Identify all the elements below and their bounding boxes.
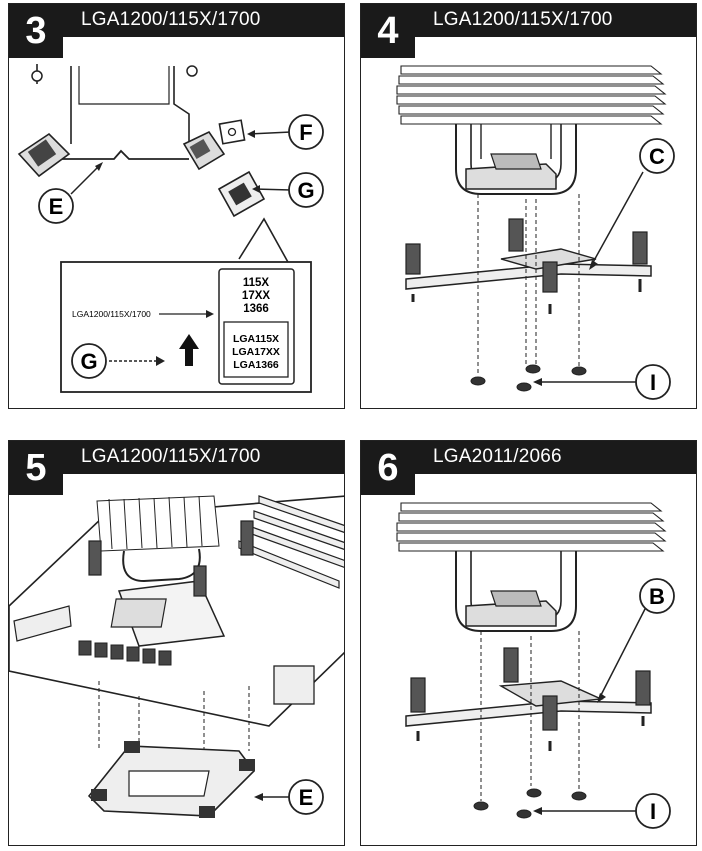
step-3-panel: 3 LGA1200/115X/1700 bbox=[8, 3, 345, 409]
callout-b: B bbox=[649, 584, 665, 609]
step-4-panel: 4 LGA1200/115X/1700 bbox=[360, 3, 697, 409]
standoff-screws bbox=[88, 520, 254, 597]
step-header bbox=[9, 441, 344, 474]
callout-e: E bbox=[299, 785, 314, 810]
callout-c: C bbox=[649, 144, 665, 169]
step-number: 4 bbox=[361, 4, 415, 58]
motherboard-illustration: E bbox=[9, 495, 344, 818]
inset-bottom-line-2: LGA17XX bbox=[232, 346, 280, 358]
callout-f: F bbox=[299, 120, 312, 145]
spring-screws bbox=[410, 647, 651, 731]
slider-clip bbox=[217, 170, 266, 218]
callout-i: I bbox=[650, 370, 656, 395]
heatsink-fins bbox=[96, 495, 220, 552]
socket-title: LGA1200/115X/1700 bbox=[433, 9, 613, 30]
step-6-panel: 6 LGA2011/2066 bbox=[360, 440, 697, 846]
socket-title: LGA1200/115X/1700 bbox=[81, 9, 261, 30]
step-header bbox=[361, 441, 696, 474]
ram-slots bbox=[238, 495, 344, 589]
backplate-right-arm bbox=[182, 130, 226, 171]
mounting-bar-illustration: B I bbox=[396, 502, 675, 829]
callout-e: E bbox=[49, 194, 64, 219]
mounting-bar-b bbox=[405, 700, 652, 727]
heatsink-fins bbox=[396, 502, 667, 552]
callout-i: I bbox=[650, 799, 656, 824]
step-header bbox=[9, 4, 344, 37]
mounting-bar-illustration: C I bbox=[396, 65, 675, 400]
step-number: 5 bbox=[9, 441, 63, 495]
up-arrow-icon bbox=[179, 334, 199, 366]
step-number: 6 bbox=[361, 441, 415, 495]
inset-top-line-3: 1366 bbox=[243, 303, 269, 315]
callout-g-inset: G bbox=[80, 349, 97, 374]
backplate-left-arm bbox=[17, 132, 71, 178]
heatsink-fins bbox=[396, 65, 667, 125]
step-header bbox=[361, 4, 696, 37]
inset-side-label: LGA1200/115X/1700 bbox=[72, 309, 151, 319]
inset-bottom-line-1: LGA115X bbox=[233, 333, 279, 345]
step-number: 3 bbox=[9, 4, 63, 58]
callout-g: G bbox=[297, 178, 314, 203]
inset-bottom-line-3: LGA1366 bbox=[233, 359, 279, 371]
spring-screws bbox=[405, 218, 648, 293]
socket-title: LGA2011/2066 bbox=[433, 446, 562, 467]
backplate-illustration: F G E 115X 17XX 1366 LGA115X LGA17XX LGA… bbox=[17, 64, 324, 393]
inset-top-line-2: 17XX bbox=[242, 290, 270, 302]
inset-top-line-1: 115X bbox=[243, 277, 270, 289]
cpu-socket bbox=[117, 580, 226, 647]
step-5-panel: 5 LGA1200/115X/1700 bbox=[8, 440, 345, 846]
socket-title: LGA1200/115X/1700 bbox=[81, 446, 261, 467]
mounting-bar-c bbox=[405, 263, 652, 290]
